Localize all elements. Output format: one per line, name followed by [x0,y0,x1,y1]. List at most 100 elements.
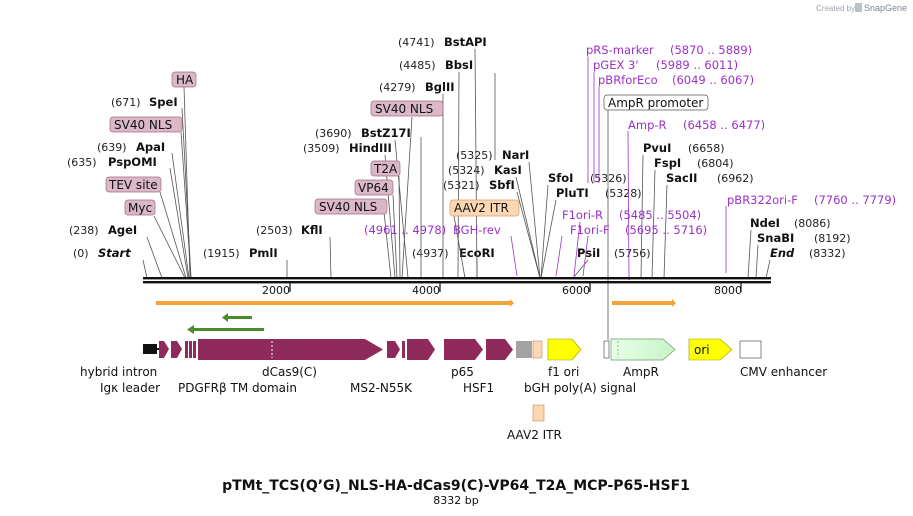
site-name: SbfI [489,178,515,192]
scale-tick-label: 8000 [714,284,742,297]
site-pos: (3690) [315,127,352,140]
feature-label: AmpR [623,365,659,379]
site-pos: (5756) [614,247,651,260]
primer-name: BGH-rev [453,223,501,237]
plasmid-name: pTMt_TCS(Q’G)_NLS-HA-dCas9(C)-VP64_T2A_M… [222,478,690,494]
feature-label: dCas9(C) [262,365,317,379]
primer-name: pRS-marker [586,43,654,57]
svg-text:SV40 NLS: SV40 NLS [375,102,433,116]
svg-text:SV40 NLS: SV40 NLS [114,118,172,132]
site-name: NarI [502,148,529,162]
feature-label: CMV enhancer [740,365,827,379]
cmv-enhancer-block [739,340,762,359]
tag-t2a: T2A [370,160,401,177]
site-name: NdeI [750,216,780,230]
igk-leader-arrow [159,341,169,358]
p65-arrow [444,339,483,360]
site-name: AgeI [108,223,137,237]
primer-range: (5989 .. 6011) [656,58,738,72]
credit-brand: SnapGene [864,3,907,13]
feature-label: AAV2 ITR [507,428,562,442]
feature-label: MS2-N55K [350,381,413,395]
svg-text:AAV2 ITR: AAV2 ITR [454,201,509,215]
primer-name: F1ori-R [562,208,603,222]
credit-prefix: Created by [816,4,855,13]
site-pos: (6962) [717,172,754,185]
site-pos: (639) [97,141,127,154]
primer-labels: pRS-marker (5870 .. 5889) pGEX 3' (5989 … [364,43,896,237]
site-name: FspI [654,156,681,170]
site-pos: (4741) [398,36,435,49]
site-name: Start [98,246,131,260]
primer-range: (5485 .. 5504) [619,208,701,222]
ms2-arrow [407,339,435,360]
site-name: HindIII [349,141,392,155]
green-arrows [187,313,264,334]
feature-label: bGH poly(A) signal [524,381,636,395]
primer-range: (5695 .. 5716) [625,223,707,237]
aav2-itr-lower-block [532,404,545,422]
plasmid-length: 8332 bp [433,494,478,507]
tag-ampr-promoter: AmpR promoter [603,94,709,111]
site-pos: (6658) [688,142,725,155]
primer-name: F1ori-F [570,223,610,237]
backbone [143,277,771,284]
svg-text:AmpR promoter: AmpR promoter [608,96,703,110]
dcas9-arrow [198,339,383,360]
feature-label: Igκ leader [100,381,160,395]
site-pos: (6804) [697,157,734,170]
tag-vp64: VP64 [354,179,394,196]
site-pos: (8086) [794,217,831,230]
site-pos: (8332) [809,247,846,260]
credit: Created by SnapGene [816,3,907,13]
tag-aav2-itr: AAV2 ITR [449,199,520,217]
snapgene-logo-icon [855,3,862,12]
site-name: PmlI [249,246,278,260]
site-name: End [770,246,795,260]
svg-text:TEV site: TEV site [108,178,158,192]
site-pos: (5324) [448,164,485,177]
site-pos: (671) [111,96,141,109]
site-pos: (1915) [203,247,240,260]
feature-label: f1 ori [548,365,579,379]
svg-text:T2A: T2A [373,162,398,176]
hsf1-arrow [486,339,513,360]
primer-name: pBRforEco [598,73,658,87]
site-name: BglII [425,80,455,94]
site-name: KflI [301,223,323,237]
site-pos: (238) [69,224,99,237]
ori-label: ori [694,343,710,357]
site-name: SfoI [548,171,573,185]
ori-arrow [688,338,733,361]
site-pos: (0) [73,247,89,260]
tag-sv40-nls: SV40 NLS [109,116,183,133]
scale-tick-label: 4000 [412,284,440,297]
primer-range: (7760 .. 7779) [814,193,896,207]
site-name: PluTI [556,186,589,200]
span-arrows [156,299,676,307]
feature-track: ori [143,338,762,422]
site-name: KasI [494,163,522,177]
svg-text:Myc: Myc [128,201,152,215]
tag-myc: Myc [124,199,156,216]
scale-tick-label: 6000 [562,284,590,297]
site-pos: (8192) [814,232,851,245]
site-pos: (635) [67,156,97,169]
site-name: PsiI [577,246,600,260]
svg-text:VP64: VP64 [358,181,389,195]
tag-sv40-nls: SV40 NLS [370,100,444,117]
site-pos: (4279) [379,81,416,94]
feature-label: hybrid intron [80,365,157,379]
plasmid-title: pTMt_TCS(Q’G)_NLS-HA-dCas9(C)-VP64_T2A_M… [222,478,690,507]
primer-range: (6049 .. 6067) [672,73,754,87]
feature-label: HSF1 [463,381,494,395]
site-name: SpeI [149,95,178,109]
site-name: PvuI [643,141,671,155]
primer-name: pGEX 3' [593,58,639,72]
site-pos: (5328) [605,187,642,200]
site-name: PspOMI [108,155,157,169]
f1-ori-arrow [547,338,582,361]
site-name: ApaI [136,140,165,154]
primer-name: pBR322ori-F [727,193,798,207]
primer-name: Amp-R [628,118,667,132]
